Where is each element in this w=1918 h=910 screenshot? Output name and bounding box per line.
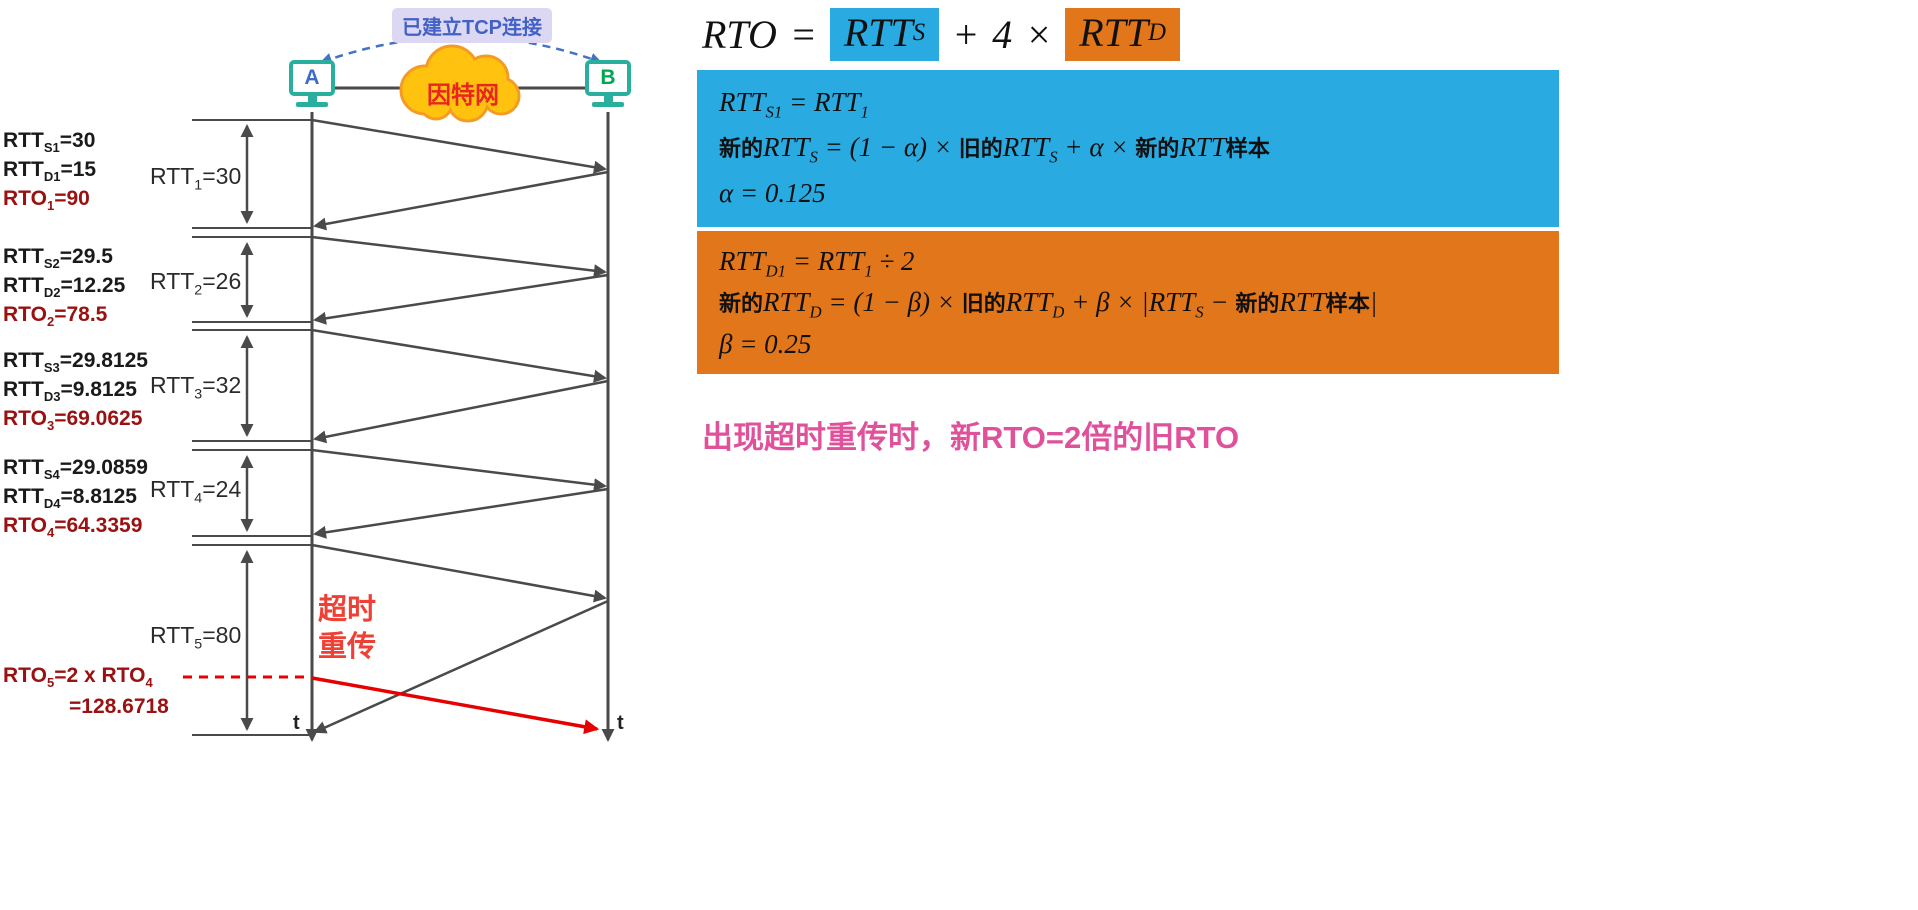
rtt-segment-label-3: RTT3=32 [150,372,242,403]
metric-block-4: RTTS4=29.0859 RTTD4=8.8125 RTO4=64.3359 [3,453,148,540]
rto5-line1: RTO5=2 x RTO4 [3,664,153,691]
metric-block-1: RTTS1=30 RTTD1=15 RTO1=90 [3,126,96,213]
rtts1-value: RTTS1=30 [3,129,96,156]
host-a: A [286,60,338,107]
internet-label: 因特网 [427,82,499,109]
rtts3-value: RTTS3=29.8125 [3,349,148,376]
rtts-formula-box: RTTS1 = RTT1 新的RTTS = (1 − α) × 旧的RTTS +… [697,70,1559,227]
rttd1-definition: RTTD1 = RTT1 ÷ 2 [719,246,915,281]
formula-four: 4 [992,12,1013,57]
rtts2-value: RTTS2=29.5 [3,245,113,272]
rto5-block: RTO5=2 x RTO4 =128.6718 [3,660,169,722]
timeline-diagram [183,35,615,742]
metric-block-3: RTTS3=29.8125 RTTD3=9.8125 RTO3=69.0625 [3,346,148,433]
rtts-update-formula: 新的RTTS = (1 − α) × 旧的RTTS + α × 新的RTT样本 [719,132,1270,167]
host-b-monitor-icon: B [585,60,631,96]
time-axis-label-a: t [293,712,300,734]
host-b-label: B [600,66,616,89]
rttd-update-formula: 新的RTTD = (1 − β) × 旧的RTTD + β × |RTTS − … [719,287,1378,322]
time-ticks [192,119,312,736]
rto3-value: RTO3=69.0625 [3,407,143,434]
rttd1-value: RTTD1=15 [3,158,97,185]
formula-rto: RTO [702,12,777,57]
host-b-base [592,102,624,107]
rto4-value: RTO4=64.3359 [3,514,143,541]
retransmit-line [311,676,600,735]
host-a-base [296,102,328,107]
rttd4-value: RTTD4=8.8125 [3,485,137,512]
formula-equals: = [789,12,817,57]
segment-message-lines [311,118,609,734]
rto5-line2: =128.6718 [69,695,169,718]
host-a-stand [307,96,317,102]
beta-value: β = 0.25 [719,329,812,359]
tcp-established-label: 已建立TCP连接 [392,8,552,43]
host-a-label: A [304,66,320,89]
timeout-retransmit-label: 超时 重传 [318,594,377,663]
rtt-segment-label-1: RTT1=30 [150,163,242,194]
time-axis-label-b: t [617,712,624,734]
alpha-value: α = 0.125 [719,178,826,208]
formula-times: × [1025,12,1053,57]
metric-block-2: RTTS2=29.5 RTTD2=12.25 RTO2=78.5 [3,242,125,329]
rtt-segment-label-2: RTT2=26 [150,268,242,299]
rto2-value: RTO2=78.5 [3,303,108,330]
rttd-formula-box: RTTD1 = RTT1 ÷ 2 新的RTTD = (1 − β) × 旧的RT… [697,231,1559,374]
timeout-doubling-note: 出现超时重传时，新RTO=2倍的旧RTO [702,420,1240,455]
rto1-value: RTO1=90 [3,187,90,214]
formula-plus: + [952,12,980,57]
rttd3-value: RTTD3=9.8125 [3,378,137,405]
rtts4-value: RTTS4=29.0859 [3,456,148,483]
rtt-segment-label-4: RTT4=24 [150,476,242,507]
rtts1-definition: RTTS1 = RTT1 [719,87,869,122]
rttd2-value: RTTD2=12.25 [3,274,126,301]
host-a-monitor-icon: A [289,60,335,96]
rtt-segment-label-5: RTT5=80 [150,622,242,653]
host-b: B [582,60,634,107]
host-b-stand [603,96,613,102]
